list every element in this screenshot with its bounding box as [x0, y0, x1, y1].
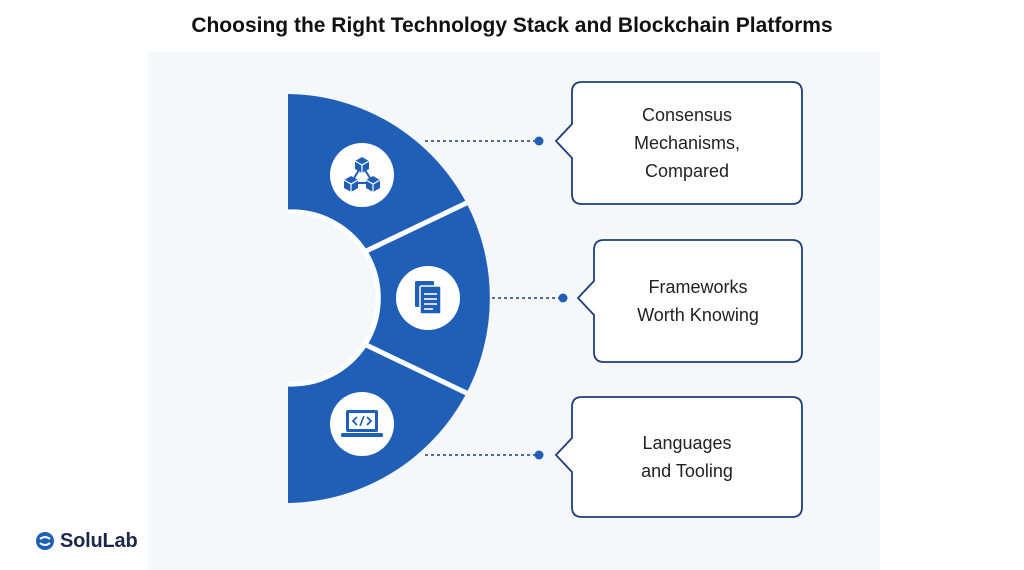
card-languages-line-1: Languages	[642, 433, 732, 453]
brand-name: SoluLab	[60, 529, 138, 552]
connector-dot	[534, 450, 544, 460]
card-languages: Languages and Tooling	[572, 397, 802, 517]
solulab-logo-icon	[36, 532, 54, 550]
document-icon	[396, 266, 460, 330]
card-frameworks: Frameworks Worth Knowing	[594, 240, 802, 362]
card-consensus-line-2: Mechanisms,	[633, 133, 741, 153]
brand-logo: SoluLab	[36, 526, 138, 556]
connector-dot	[534, 136, 544, 146]
card-consensus-frame	[554, 81, 803, 205]
inner-ring	[362, 250, 381, 346]
card-consensus-line-3: Compared	[644, 161, 730, 181]
inner-ring	[287, 209, 367, 253]
card-languages-line-2: and Tooling	[641, 461, 733, 481]
card-consensus-line-1: Consensus	[641, 105, 733, 125]
blockchain-network-icon	[330, 143, 394, 207]
connector-dot	[558, 293, 568, 303]
page-title: Choosing the Right Technology Stack and …	[191, 14, 833, 37]
card-consensus: Consensus Mechanisms, Compared	[572, 82, 802, 204]
segment-divider	[363, 200, 468, 254]
card-frameworks-line-2: Worth Knowing	[637, 305, 759, 325]
code-laptop-icon	[330, 392, 394, 456]
inner-ring	[287, 343, 367, 387]
card-frameworks-frame	[576, 239, 803, 363]
segment-divider	[363, 342, 468, 396]
card-frameworks-line-1: Frameworks	[648, 277, 748, 297]
card-languages-frame	[554, 396, 803, 518]
